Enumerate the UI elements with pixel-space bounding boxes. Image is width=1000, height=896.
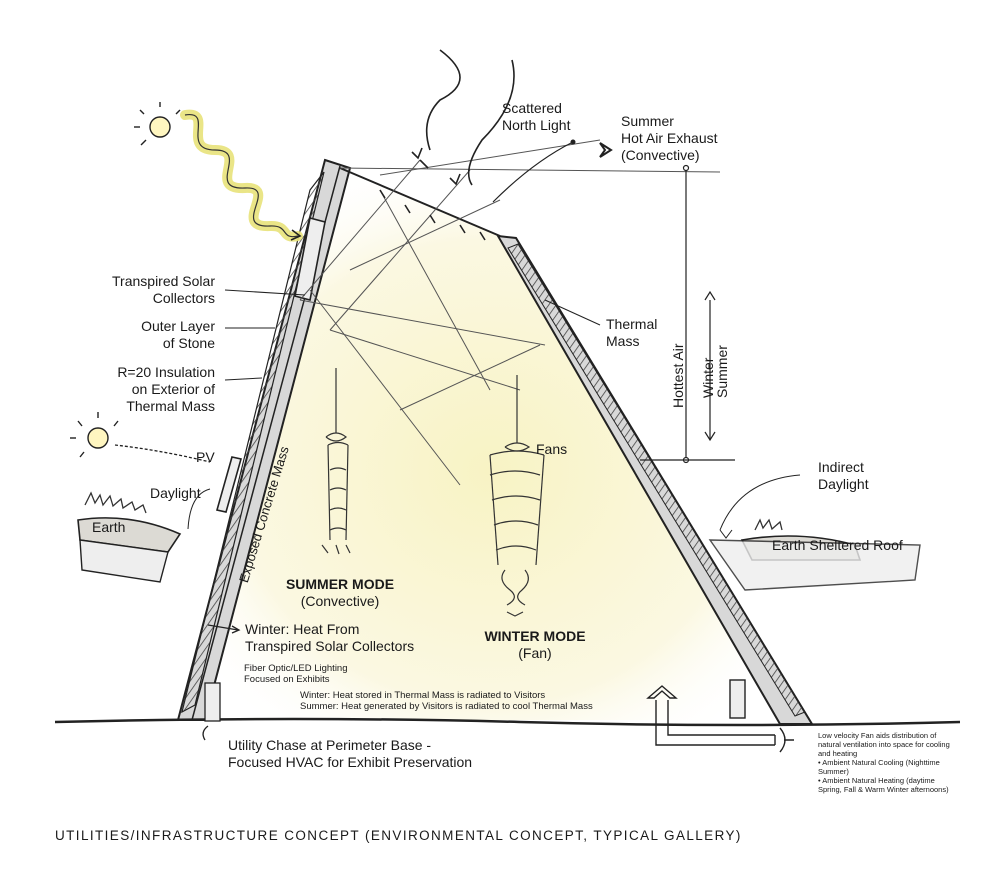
transpired-collector-panel — [294, 217, 326, 301]
label-utility-chase: Utility Chase at Perimeter Base - Focuse… — [228, 737, 473, 770]
summer-fan-stack — [321, 368, 351, 555]
label-thermal-mass: Thermal Mass — [606, 316, 658, 349]
label-summer-generated: Summer: Heat generated by Visitors is ra… — [300, 701, 593, 712]
pv-sunbeam — [114, 444, 211, 463]
figure-caption: UTILITIES/INFRASTRUCTURE CONCEPT (ENVIRO… — [55, 828, 742, 843]
label-insulation: R=20 Insulation on Exterior of Thermal M… — [117, 364, 215, 414]
right-earth — [708, 518, 921, 591]
label-winter-mode: WINTER MODE (Fan) — [484, 628, 586, 661]
label-earth: Earth — [92, 519, 126, 535]
leader-lines — [187, 289, 801, 539]
winter-heat-arrow — [207, 624, 239, 631]
label-transpired-collectors: Transpired Solar Collectors — [112, 273, 215, 306]
sun-icon — [134, 102, 181, 146]
label-pv: PV — [196, 449, 215, 465]
label-summer: Summer — [714, 345, 730, 398]
left-earth — [77, 491, 182, 583]
sun-icon-pv — [70, 412, 119, 458]
label-fans: Fans — [536, 441, 568, 457]
solar-radiation-wave — [180, 109, 303, 242]
label-indirect-daylight: Indirect Daylight — [818, 459, 869, 492]
left-wall — [176, 158, 352, 721]
label-daylight: Daylight — [150, 485, 201, 501]
interior-light-glow — [190, 168, 790, 720]
hottest-air-dimension — [640, 164, 735, 464]
label-outer-stone: Outer Layer of Stone — [141, 318, 215, 351]
roof-line — [339, 167, 501, 237]
winter-fan-stack — [489, 375, 545, 617]
label-earth-sheltered-roof: Earth Sheltered Roof — [772, 537, 903, 553]
label-hottest-air: Hottest Air — [670, 343, 686, 408]
label-winter-heat: Winter: Heat From Transpired Solar Colle… — [245, 621, 415, 654]
hvac-duct — [646, 679, 794, 753]
label-fiber-optic: Fiber Optic/LED Lighting Focused on Exhi… — [244, 663, 348, 685]
label-summer-mode: SUMMER MODE (Convective) — [285, 576, 395, 609]
label-winter-stored: Winter: Heat stored in Thermal Mass is r… — [300, 690, 546, 701]
exhaust-chevron-icon — [599, 142, 613, 158]
north-light-arrows — [379, 49, 515, 241]
utility-chase — [202, 682, 221, 741]
pv-panel — [215, 456, 243, 513]
label-low-velocity-fan: Low velocity Fan aids distribution of na… — [818, 731, 950, 794]
label-scattered-north-light: Scattered North Light — [502, 100, 571, 133]
label-summer-exhaust: Summer Hot Air Exhaust (Convective) — [621, 113, 718, 163]
